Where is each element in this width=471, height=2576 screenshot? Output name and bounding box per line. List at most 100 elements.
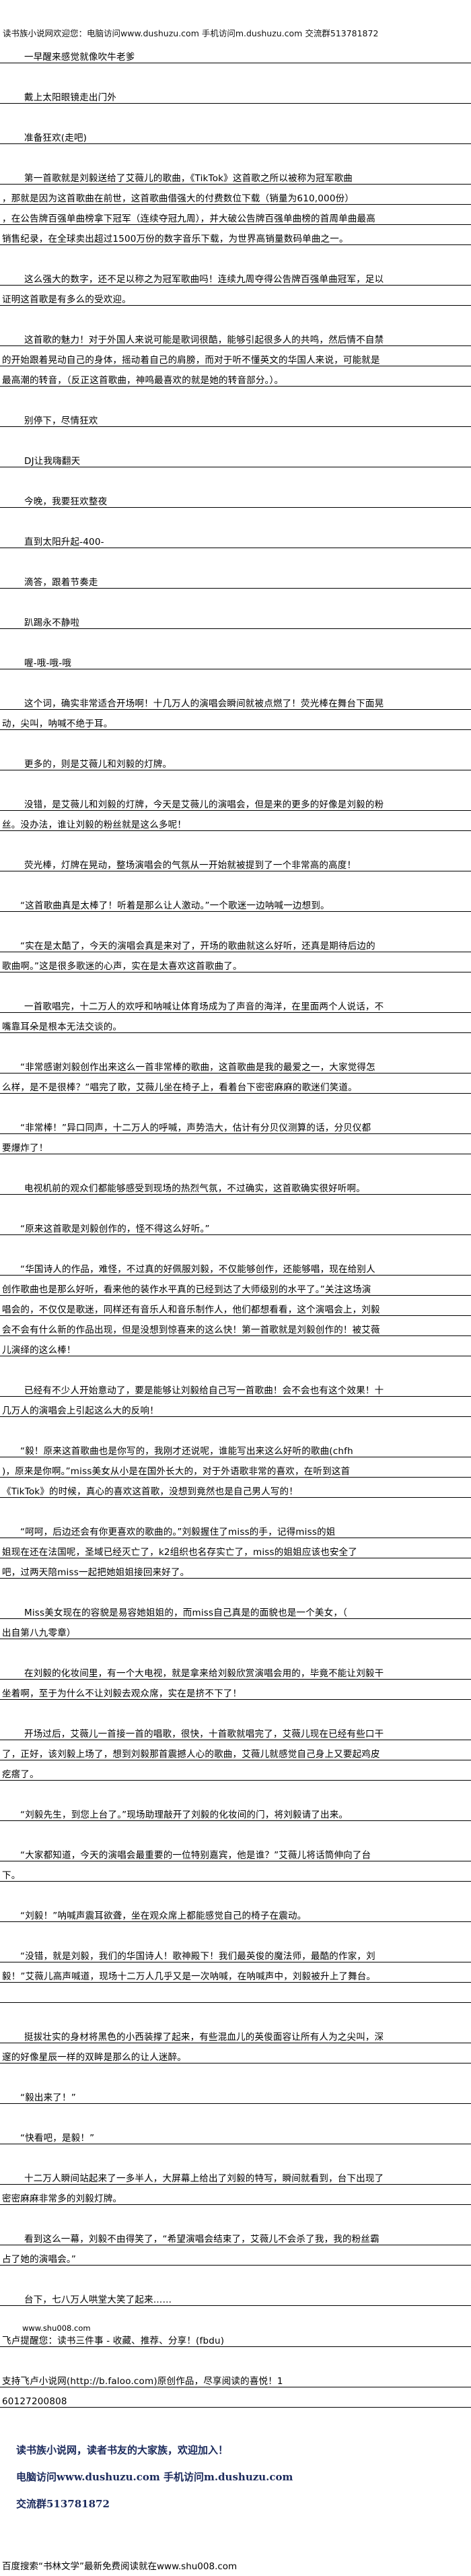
- text-line: 了，正好，该刘毅上场了，想到刘毅那首震撼人心的歌曲，艾薇儿就感觉自己身上又要起鸡…: [0, 1740, 471, 1760]
- text-line: 嘴靠耳朵是根本无法交谈的。: [0, 1013, 471, 1033]
- paragraph: 开场过后，艾薇儿一首接一首的唱歌，很快，十首歌就唱完了，艾薇儿现在已经有些口干了…: [0, 1720, 471, 1781]
- paragraph: 准备狂欢(走吧): [0, 124, 471, 144]
- text-line: “华国诗人的作品，难怪，不过真的好佩服刘毅，不仅能够创作，还能够唱，现在给别人: [0, 1255, 471, 1276]
- paragraph: “毅出来了！”: [0, 2084, 471, 2104]
- text-line: 看到这么一幕，刘毅不由得笑了，“希望演唱会结束了，艾薇儿不会杀了我，我的粉丝霸: [0, 2225, 471, 2245]
- text-line: )，原来是你啊。”miss美女从小是在国外长大的，对于外语歌非常的喜欢，在听到这…: [0, 1457, 471, 1478]
- text-line: “原来这首歌是刘毅创作的，怪不得这么好听。”: [0, 1215, 471, 1235]
- text-line: 要爆炸了！: [0, 1134, 471, 1154]
- faloo-support[interactable]: 支持飞卢小说网(http://b.faloo.com)原创作品，尽享阅读的喜悦！…: [0, 2367, 471, 2387]
- paragraph: 已经有不少人开始意动了，要是能够让刘毅给自己写一首歌曲！会不会也有这个效果！十几…: [0, 1377, 471, 1417]
- paragraph: 趴踢永不静啦: [0, 609, 471, 629]
- text-line: 丝。没办法，谁让刘毅的粉丝就是这么多呢！: [0, 811, 471, 831]
- text-line: “大家都知道，今天的演唱会最重要的一位特别嘉宾，他是谁？”艾薇儿将话筒伸向了台: [0, 1841, 471, 1861]
- text-line: 唱会的，不仅仅是歌迷，同样还有音乐人和音乐制作人，他们都想看看，这个演唱会上，刘…: [0, 1296, 471, 1316]
- paragraph: “华国诗人的作品，难怪，不过真的好佩服刘毅，不仅能够创作，还能够唱，现在给别人创…: [0, 1255, 471, 1356]
- text-line: “呵呵，后边还会有你更喜欢的歌曲的。”刘毅握住了miss的手，记得miss的姐: [0, 1518, 471, 1538]
- paragraph: 戴上太阳眼镜走出门外: [0, 84, 471, 104]
- paragraph: 今晚，我要狂欢整夜: [0, 488, 471, 508]
- paragraph: “没错，就是刘毅，我们的华国诗人！歌神殿下！我们最英俊的魔法师，最酷的作家，刘毅…: [0, 1942, 471, 2003]
- text-line: 密密麻麻非常多的刘毅灯牌。: [0, 2185, 471, 2205]
- text-line: 出自第八九零章）: [0, 1619, 471, 1639]
- paragraph: 一早醒来感觉就像吹牛老爹: [0, 43, 471, 63]
- text-line: 挺拔壮实的身材将黑色的小西装撑了起来，有些混血儿的英俊面容让所有人为之尖叫，深: [0, 2023, 471, 2043]
- paragraph: “实在是太酷了，今天的演唱会真是来对了，开场的歌曲就这么好听，还真是期待后边的歌…: [0, 932, 471, 972]
- text-line: 准备狂欢(走吧): [0, 124, 471, 144]
- access-text: 电脑访问www.dushuzu.com 手机访问m.dushuzu.com: [16, 2471, 293, 2483]
- text-line: 儿演绎的这么棒！: [0, 1336, 471, 1356]
- text-line: 荧光棒，灯牌在晃动，整场演唱会的气氛从一开始就被提到了一个非常高的高度！: [0, 851, 471, 871]
- paragraph: “快看吧，是毅！”: [0, 2124, 471, 2144]
- text-line: 这个词，确实非常适合开场啊！十几万人的演唱会瞬间就被点燃了！荧光棒在舞台下面晃: [0, 690, 471, 710]
- text-line: 会不会有什么新的作品出现，但是没想到惊喜来的这么快！第一首歌就是刘毅创作的！被艾…: [0, 1316, 471, 1336]
- text-line: 已经有不少人开始意动了，要是能够让刘毅给自己写一首歌曲！会不会也有这个效果！十: [0, 1377, 471, 1397]
- text-line: “快看吧，是毅！”: [0, 2124, 471, 2144]
- paragraph: “大家都知道，今天的演唱会最重要的一位特别嘉宾，他是谁？”艾薇儿将话筒伸向了台下…: [0, 1841, 471, 1882]
- text-line: 占了她的演唱会。”: [0, 2245, 471, 2266]
- paragraph: 第一首歌就是刘毅送给了艾薇儿的歌曲，《TikTok》这首歌之所以被称为冠军歌曲，…: [0, 164, 471, 245]
- site-url[interactable]: www.shu008.com: [22, 2323, 91, 2333]
- text-line: 这么强大的数字，还不足以称之为冠军歌曲吗！连续九周夺得公告牌百强单曲冠军，足以: [0, 265, 471, 286]
- text-line: 没错，是艾薇儿和刘毅的灯牌，今天是艾薇儿的演唱会，但是来的更多的好像是刘毅的粉: [0, 791, 471, 811]
- text-line: 开场过后，艾薇儿一首接一首的唱歌，很快，十首歌就唱完了，艾薇儿现在已经有些口干: [0, 1720, 471, 1740]
- text-line: 喔-哦-哦-哦: [0, 649, 471, 669]
- paragraph: DJ让我嗨翻天: [0, 447, 471, 467]
- text-line: 销售纪录，在全球卖出超过1500万份的数字音乐下载，为世界高销量数码单曲之一。: [0, 225, 471, 245]
- paragraph: 别停下，尽情狂欢: [0, 407, 471, 427]
- paragraph: 这个词，确实非常适合开场啊！十几万人的演唱会瞬间就被点燃了！荧光棒在舞台下面晃动…: [0, 690, 471, 730]
- paragraph: 看到这么一幕，刘毅不由得笑了，“希望演唱会结束了，艾薇儿不会杀了我，我的粉丝霸占…: [0, 2225, 471, 2266]
- site-notice-box: 读书族小说网，读者书友的大家族，欢迎加入！ 电脑访问www.dushuzu.co…: [16, 2443, 293, 2524]
- group-text: 交流群513781872: [16, 2498, 110, 2510]
- text-line: 一首歌唱完，十二万人的欢呼和呐喊让体育场成为了声音的海洋，在里面两个人说话，不: [0, 993, 471, 1013]
- text-line: “毅出来了！”: [0, 2084, 471, 2104]
- code-number: 60127200808: [0, 2387, 471, 2408]
- paragraph: 一首歌唱完，十二万人的欢呼和呐喊让体育场成为了声音的海洋，在里面两个人说话，不嘴…: [0, 993, 471, 1033]
- text-line: 台下，七八万人哄堂大笑了起来……: [0, 2286, 471, 2306]
- paragraph: “这首歌曲真是太棒了！听着是那么让人激动。”一个歌迷一边呐喊一边想到。: [0, 892, 471, 912]
- paragraph: “呵呵，后边还会有你更喜欢的歌曲的。”刘毅握住了miss的手，记得miss的姐姐…: [0, 1518, 471, 1579]
- text-line: 的开始跟着晃动自己的身体，摇动着自己的肩膀，而对于听不懂英文的华国人来说，可能就…: [0, 346, 471, 366]
- text-line: [0, 1983, 471, 2003]
- text-line: “刘毅！”呐喊声震耳欲聋，坐在观众席上都能感觉自己的椅子在震动。: [0, 1902, 471, 1922]
- text-line: 最高潮的转音，（反正这首歌曲，神鸣最喜欢的就是她的转音部分。）。: [0, 366, 471, 387]
- paragraph: 没错，是艾薇儿和刘毅的灯牌，今天是艾薇儿的演唱会，但是来的更多的好像是刘毅的粉丝…: [0, 791, 471, 831]
- text-line: 吧，过两天陪miss一起把她姐姐接回来好了。: [0, 1558, 471, 1579]
- faloo-reminder: 飞卢提醒您：读书三件事 - 收藏、推荐、分享！(fbdu): [0, 2327, 471, 2347]
- paragraph: “非常感谢刘毅创作出来这么一首非常棒的歌曲，这首歌曲是我的最爱之一，大家觉得怎么…: [0, 1053, 471, 1094]
- text-line: 趴踢永不静啦: [0, 609, 471, 629]
- text-line: ，在公告牌百强单曲榜拿下冠军（连续夺冠九周），并大破公告牌百强单曲榜的首周单曲最…: [0, 205, 471, 225]
- paragraph: “原来这首歌是刘毅创作的，怪不得这么好听。”: [0, 1215, 471, 1235]
- text-line: 几万人的演唱会上引起这么大的反响！: [0, 1397, 471, 1417]
- text-line: 创作歌曲也是那么好听，看来他的装作水平真的已经到达了大师级别的水平了。”关注这场…: [0, 1276, 471, 1296]
- header-notice: 读书族小说网欢迎您：电脑访问www.dushuzu.com 手机访问m.dush…: [3, 28, 379, 38]
- faloo-support-block: 支持飞卢小说网(http://b.faloo.com)原创作品，尽享阅读的喜悦！…: [0, 2367, 471, 2408]
- text-line: 坐着啊，至于为什么不让刘毅去观众席，实在是挤不下了！: [0, 1680, 471, 1700]
- paragraph: 直到太阳升起-400-: [0, 528, 471, 548]
- text-line: 第一首歌就是刘毅送给了艾薇儿的歌曲，《TikTok》这首歌之所以被称为冠军歌曲: [0, 164, 471, 185]
- paragraph: 更多的，则是艾薇儿和刘毅的灯牌。: [0, 750, 471, 770]
- text-line: 动，尖叫，呐喊不绝于耳。: [0, 710, 471, 730]
- welcome-text: 读书族小说网，读者书友的大家族，欢迎加入！: [16, 2444, 229, 2456]
- text-line: 《TikTok》的时候，真心的喜欢这首歌，没想到竟然也是自己男人写的！: [0, 1478, 471, 1498]
- paragraph: “刘毅！”呐喊声震耳欲聋，坐在观众席上都能感觉自己的椅子在震动。: [0, 1902, 471, 1922]
- text-line: 直到太阳升起-400-: [0, 528, 471, 548]
- text-line: DJ让我嗨翻天: [0, 447, 471, 467]
- paragraph: 滴答，跟着节奏走: [0, 568, 471, 589]
- paragraph: 喔-哦-哦-哦: [0, 649, 471, 669]
- text-line: 这首歌的魅力！对于外国人来说可能是歌词很酷，能够引起很多人的共鸣，然后情不自禁: [0, 326, 471, 346]
- paragraph: 这么强大的数字，还不足以称之为冠军歌曲吗！连续九周夺得公告牌百强单曲冠军，足以证…: [0, 265, 471, 306]
- text-line: 歌曲啊。”这是很多歌迷的心声，实在是太喜欢这首歌曲了。: [0, 952, 471, 972]
- paragraph: 十二万人瞬间站起来了一多半人，大屏幕上给出了刘毅的特写，瞬间就看到，台下出现了密…: [0, 2165, 471, 2205]
- paragraph: 台下，七八万人哄堂大笑了起来……: [0, 2286, 471, 2306]
- text-line: 毅！”艾薇儿高声喊道，现场十二万人几乎又是一次呐喊，在呐喊声中，刘毅被升上了舞台…: [0, 1962, 471, 1983]
- text-line: Miss美女现在的容貌是易容她姐姐的，而miss自己真是的面貌也是一个美女，（: [0, 1599, 471, 1619]
- paragraph: “刘毅先生，到您上台了。”现场助理敲开了刘毅的化妆间的门，将刘毅请了出来。: [0, 1801, 471, 1821]
- text-line: 今晚，我要狂欢整夜: [0, 488, 471, 508]
- text-line: 邃的好像星辰一样的双眸是那么的让人迷醉。: [0, 2043, 471, 2063]
- text-line: 证明这首歌是有多么的受欢迎。: [0, 286, 471, 306]
- chapter-content: 一早醒来感觉就像吹牛老爹戴上太阳眼镜走出门外准备狂欢(走吧) 第一首歌就是刘毅送给…: [0, 43, 471, 2326]
- text-line: “没错，就是刘毅，我们的华国诗人！歌神殿下！我们最英俊的魔法师，最酷的作家，刘: [0, 1942, 471, 1962]
- text-line: ，那就是因为这首歌曲在前世，这首歌曲借强大的付费数位下载（销量为610,000份…: [0, 185, 471, 205]
- paragraph: 挺拔壮实的身材将黑色的小西装撑了起来，有些混血儿的英俊面容让所有人为之尖叫，深邃…: [0, 2023, 471, 2063]
- text-line: “毅！原来这首歌曲也是你写的，我刚才还说呢，谁能写出来这么好听的歌曲(chfh: [0, 1437, 471, 1457]
